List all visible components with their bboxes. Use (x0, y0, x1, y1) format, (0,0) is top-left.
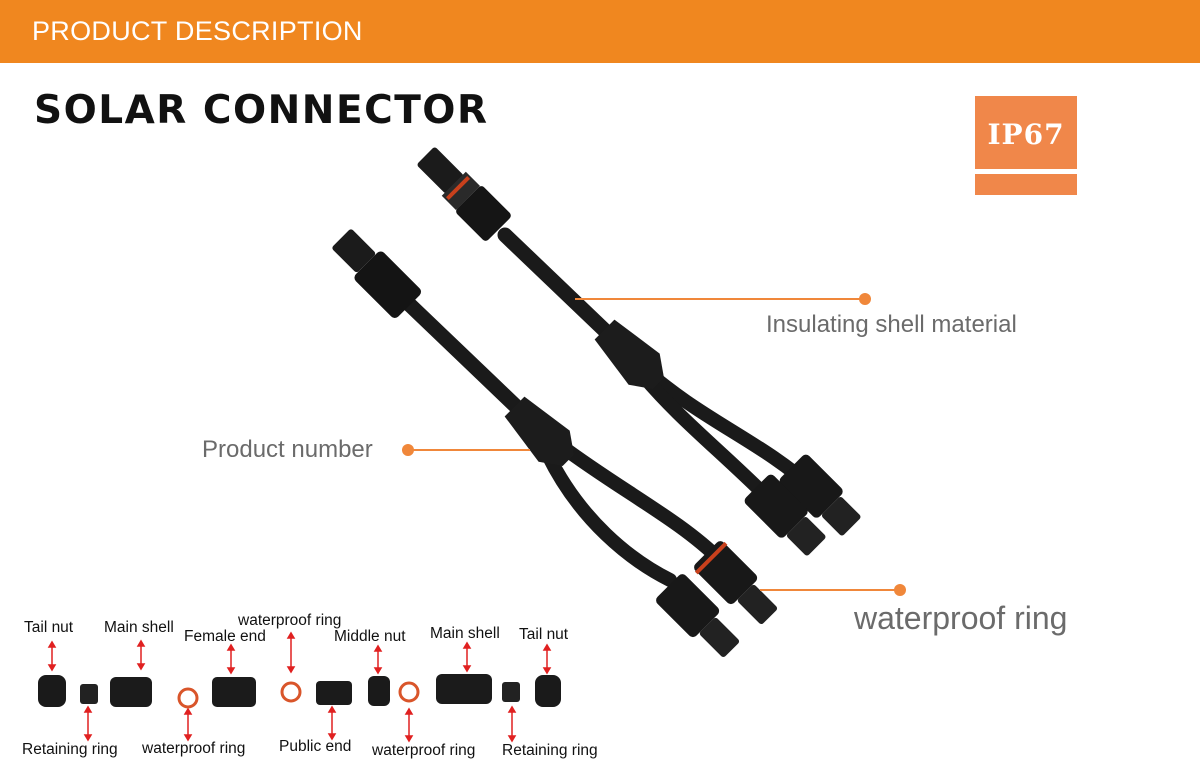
part-label-retaining-ring: Retaining ring (22, 741, 118, 758)
badge-label: IP67 (987, 118, 1065, 151)
connector-cables (402, 227, 822, 587)
part-label-waterproof-ring: waterproof ring (238, 612, 342, 629)
callout-insulating-shell: Insulating shell material (766, 311, 1017, 338)
part-label-waterproof-ring-3: waterproof ring (372, 742, 476, 759)
part-label-female-end: Female end (184, 628, 266, 645)
exploded-parts (38, 631, 561, 743)
connector-bodies (332, 147, 861, 658)
page-title: SOLAR CONNECTOR (34, 88, 489, 133)
callout-product-number: Product number (202, 436, 373, 463)
part-shapes (38, 674, 561, 709)
header-banner: PRODUCT DESCRIPTION (0, 0, 1200, 63)
badge-bottom-strip (975, 174, 1077, 195)
part-label-retaining-ring-2: Retaining ring (502, 742, 598, 759)
part-arrows (47, 631, 552, 743)
part-label-middle-nut: Middle nut (334, 628, 406, 645)
part-label-waterproof-ring-2: waterproof ring (142, 740, 246, 757)
part-label-main-shell-2: Main shell (430, 625, 500, 642)
ip-rating-badge: IP67 (975, 96, 1077, 195)
part-label-public-end: Public end (279, 738, 352, 755)
part-label-tail-nut: Tail nut (24, 619, 74, 636)
header-title: PRODUCT DESCRIPTION (32, 16, 363, 46)
part-label-tail-nut-2: Tail nut (519, 626, 569, 643)
badge-top-block (975, 96, 1077, 169)
callout-waterproof-ring: waterproof ring (854, 600, 1068, 636)
callout-lines (402, 293, 906, 596)
part-label-main-shell: Main shell (104, 619, 174, 636)
